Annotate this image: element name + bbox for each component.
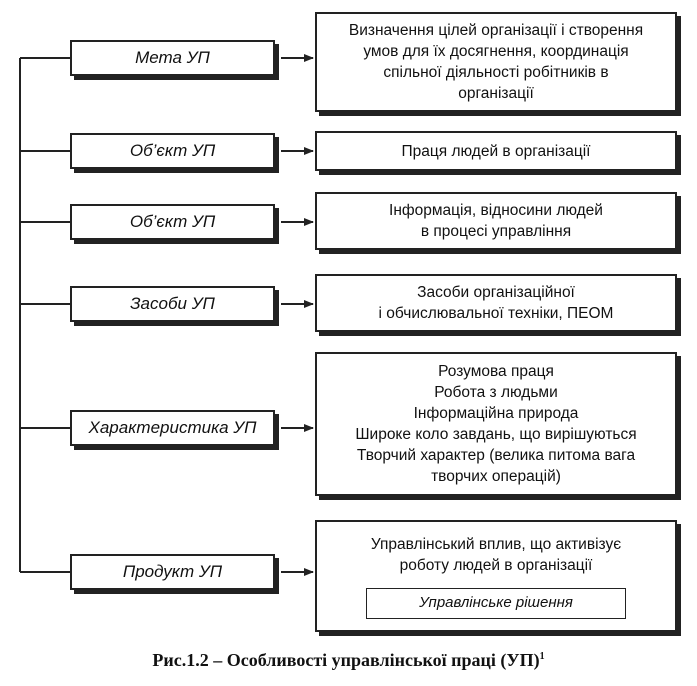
figure-caption: Рис.1.2 – Особливості управлінської прац… <box>0 650 697 671</box>
description-line: і обчислювальної техніки, ПЕОМ <box>378 305 614 322</box>
description-line: Праця людей в організації <box>401 142 591 160</box>
description-line: Інформація, відносини людей <box>389 202 603 219</box>
description-box: Інформація, відносини людей в процесі упр… <box>315 192 677 250</box>
caption-text: Рис.1.2 – Особливості управлінської прац… <box>152 650 540 670</box>
description-box: Праця людей в організації <box>315 131 677 171</box>
category-label: Мета УП <box>135 48 210 67</box>
category-box: Об’єкт УП <box>70 204 275 240</box>
description-line: Інформаційна природа <box>413 405 579 422</box>
caption-footnote-mark: 1 <box>539 651 545 662</box>
description-line: Широке коло завдань, що вирішуються <box>355 426 637 443</box>
description-box: Засоби організаційної і обчислювальної те… <box>315 274 677 332</box>
description-box: Управлінський вплив, що активізує роботу … <box>315 520 677 632</box>
management-decision-box: Управлінське рішення <box>366 587 626 619</box>
category-label: Об’єкт УП <box>129 212 216 231</box>
category-label: Продукт УП <box>122 562 223 581</box>
description-line: в процесі управління <box>420 223 572 240</box>
description-line: Визначення цілей організації і створення <box>348 22 644 39</box>
description-line: творчих операцій) <box>431 468 561 485</box>
category-label: Характеристика УП <box>88 418 257 437</box>
category-box: Мета УП <box>70 40 275 76</box>
description-line: спільної діяльності робітників в <box>383 64 609 81</box>
description-line: Творчий характер (велика питома вага <box>356 447 636 464</box>
description-line: Розумова праця <box>438 363 554 380</box>
category-label: Об’єкт УП <box>129 141 216 160</box>
description-line: Засоби організаційної <box>417 284 575 301</box>
description-line: умов для їх досягнення, координація <box>363 43 629 60</box>
description-line: Робота з людьми <box>434 384 558 401</box>
description-line: Управлінський вплив, що активізує <box>370 535 622 553</box>
description-box: Визначення цілей організації і створення… <box>315 12 677 112</box>
category-box: Продукт УП <box>70 554 275 590</box>
description-line: роботу людей в організації <box>399 556 593 574</box>
description-line: організації <box>458 85 534 102</box>
category-box: Характеристика УП <box>70 410 275 446</box>
category-label: Засоби УП <box>130 294 215 313</box>
category-box: Об’єкт УП <box>70 133 275 169</box>
category-box: Засоби УП <box>70 286 275 322</box>
